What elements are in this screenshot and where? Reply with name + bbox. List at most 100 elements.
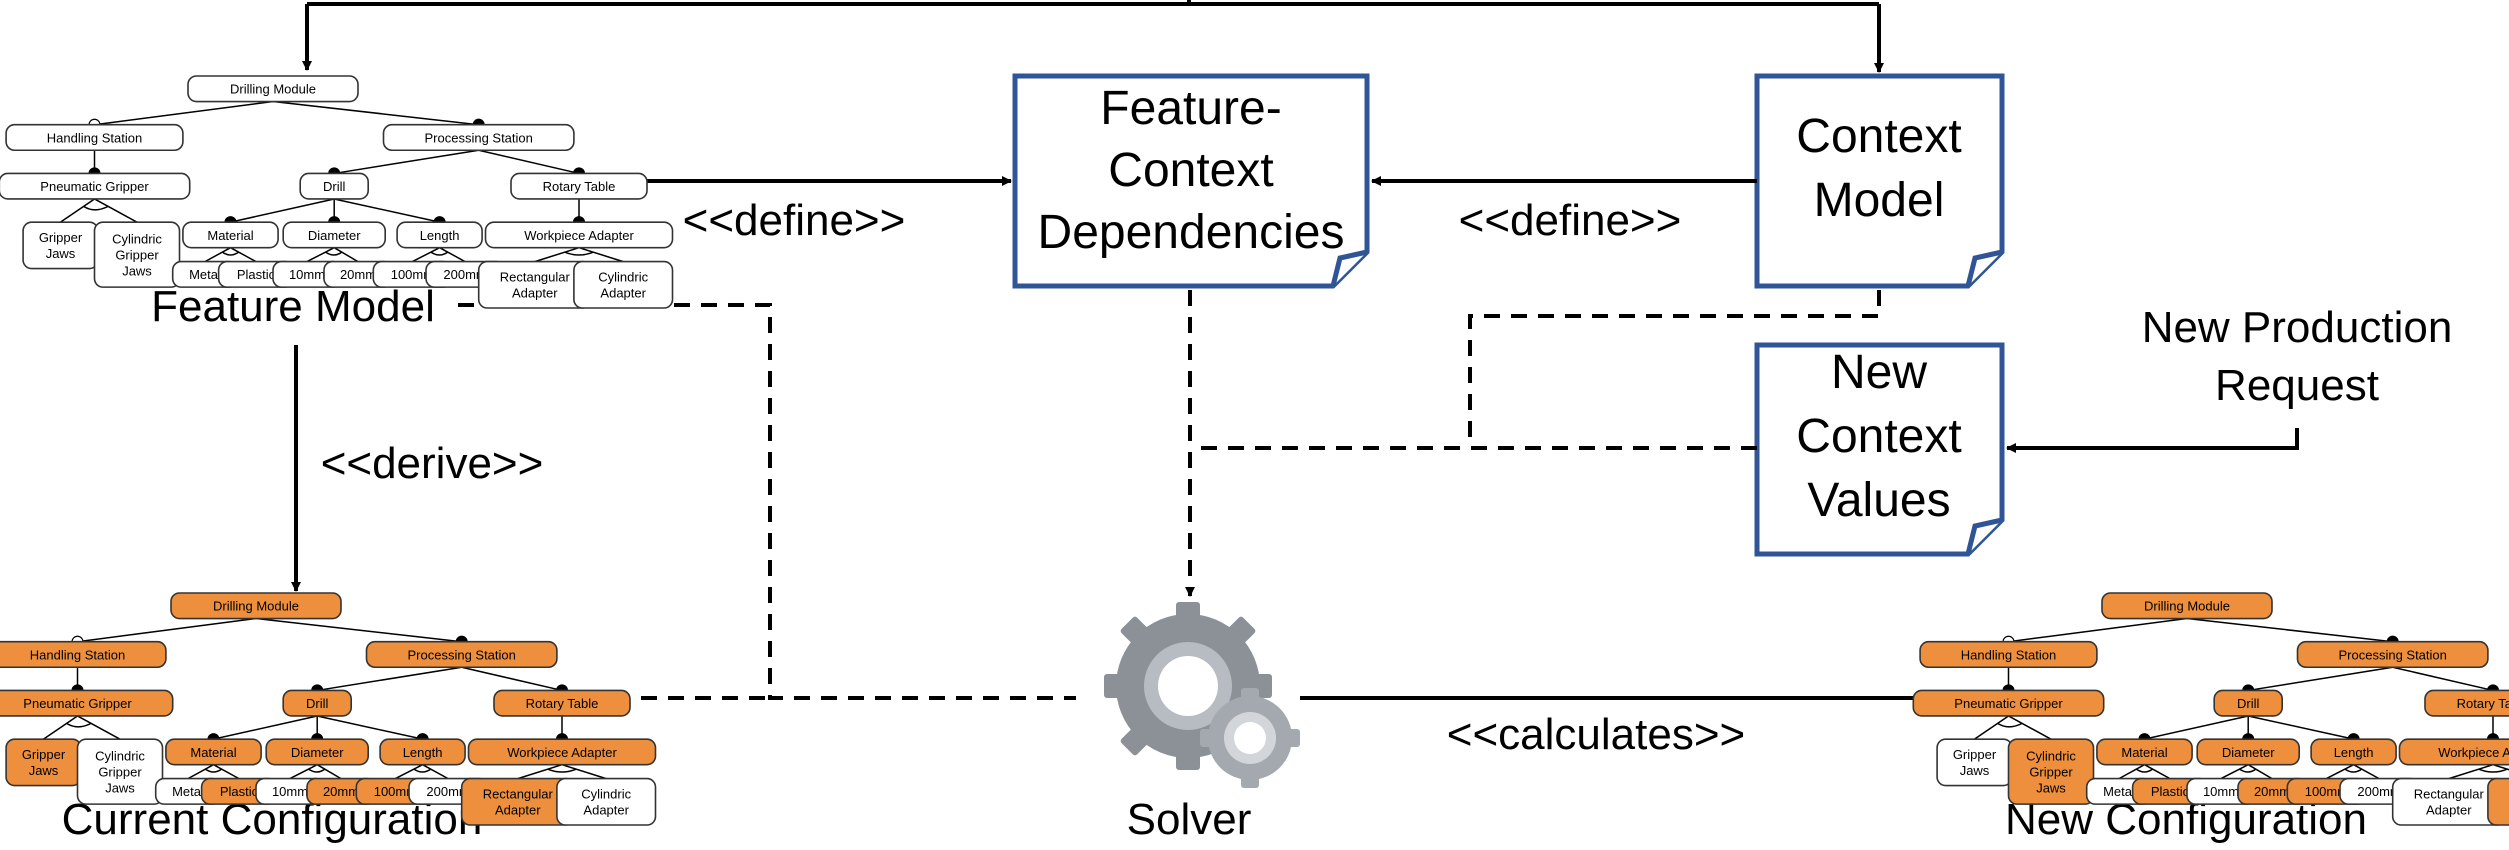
dash-fm-to-solver xyxy=(458,305,1076,698)
new-production-request-line-2: Request xyxy=(2215,361,2379,410)
feature-node-label: Length xyxy=(2334,745,2374,760)
new-production-request-line-1: New Production xyxy=(2142,303,2453,352)
feature-node-label: Handling Station xyxy=(1961,647,2056,662)
alternative-arc xyxy=(205,769,221,772)
fc-dependencies-line-3: Dependencies xyxy=(1038,206,1345,259)
feature-node-label: Jaws xyxy=(46,246,76,261)
tree-edge xyxy=(78,619,257,642)
feature-node-label: Diameter xyxy=(291,745,344,760)
feature-node-label: Cylindric xyxy=(95,749,145,764)
feature-node-label: Gripper xyxy=(1953,747,1997,762)
alternative-arc xyxy=(325,252,341,255)
alternative-arc xyxy=(2345,769,2362,772)
feature-node-label: 10mm xyxy=(272,784,308,799)
feature-node-label: Drilling Module xyxy=(2144,599,2230,614)
tree-edge xyxy=(95,199,138,222)
feature-node-label: Processing Station xyxy=(407,647,515,662)
feature-node-label: Jaws xyxy=(105,781,135,796)
feature-node-label: Drilling Module xyxy=(213,599,299,614)
feature-node-label: Metal xyxy=(2103,784,2135,799)
feature-node-label: Adapter xyxy=(495,803,541,818)
feature-node-label: Plastic xyxy=(2151,784,2190,799)
tree-edge xyxy=(44,716,78,739)
tree-edge xyxy=(479,150,579,173)
tree-edge xyxy=(2393,667,2493,690)
feature-node-label: 10mm xyxy=(2203,784,2239,799)
feature-node-drill: Drill xyxy=(283,690,351,716)
tree-edge xyxy=(462,667,562,690)
feature-node-label: Jaws xyxy=(122,264,152,279)
feature-node-label: Adapter xyxy=(600,286,646,301)
define-right-label: <<define>> xyxy=(1459,196,1682,245)
solver-label: Solver xyxy=(1127,795,1252,844)
tree-edge xyxy=(334,150,479,173)
top-connector xyxy=(307,0,1879,72)
feature-node-drill: Drill xyxy=(2214,690,2282,716)
feature-node-label: Gripper xyxy=(115,248,159,263)
feature-node-label: Gripper xyxy=(98,765,142,780)
feature-node-root: Drilling Module xyxy=(2102,593,2272,619)
feature-node-label: Metal xyxy=(189,267,221,282)
feature-node-label: Material xyxy=(190,745,236,760)
tree-edge xyxy=(95,102,274,125)
feature-node-label: Pneumatic Gripper xyxy=(40,179,149,194)
alternative-arc xyxy=(548,769,576,772)
tree-edge xyxy=(334,199,439,222)
feature-node-rotary: Rotary Table xyxy=(511,173,647,199)
alternative-arc xyxy=(84,206,108,209)
feature-node-label: Jaws xyxy=(29,763,59,778)
feature-node-gripper: Pneumatic Gripper xyxy=(0,173,190,199)
feature-node-gripper: Pneumatic Gripper xyxy=(1913,690,2103,716)
arrow-request xyxy=(2007,428,2297,448)
feature-node-label: Processing Station xyxy=(2338,647,2446,662)
tree-edge xyxy=(2248,716,2353,739)
feature-node-label: 20mm xyxy=(340,267,376,282)
feature-node-label: Gripper xyxy=(39,230,83,245)
feature-node-label: Drilling Module xyxy=(230,82,316,97)
feature-node-label: Rectangular xyxy=(483,787,554,802)
feature-node-label: Handling Station xyxy=(47,130,142,145)
feature-node-label: Adapter xyxy=(512,286,558,301)
feature-node-label: Metal xyxy=(172,784,204,799)
alternative-arc xyxy=(414,769,431,772)
feature-node-label: Adapter xyxy=(583,803,629,818)
feature-node-drill: Drill xyxy=(300,173,368,199)
tree-edge xyxy=(317,716,422,739)
alternative-arc xyxy=(2136,769,2152,772)
feature-node-label: Plastic xyxy=(237,267,276,282)
new-context-values-box: New Context Values xyxy=(1757,345,2002,554)
feature-node-label: Drill xyxy=(306,696,328,711)
feature-node-label: Plastic xyxy=(220,784,259,799)
feature-node-label: Cylindric xyxy=(598,270,648,285)
feature-node-label: 10mm xyxy=(289,267,325,282)
feature-node-diameter: Diameter xyxy=(283,222,385,248)
feature-node-rotary: Rotary Table xyxy=(494,690,630,716)
solver-gears-icon xyxy=(1104,602,1300,788)
feature-node-label: Drill xyxy=(323,179,345,194)
feature-node-length: Length xyxy=(2311,739,2396,765)
tree-edge xyxy=(1975,716,2009,739)
alternative-arc xyxy=(1998,723,2022,726)
feature-node-handling: Handling Station xyxy=(6,125,183,151)
alternative-arc xyxy=(67,723,91,726)
feature-node-label: Rotary Table xyxy=(543,179,616,194)
alternative-arc xyxy=(565,252,593,255)
feature-model-label: Feature Model xyxy=(151,282,435,331)
feature-node-label: 20mm xyxy=(2254,784,2290,799)
tree-edge xyxy=(2187,619,2393,642)
feature-node-label: Material xyxy=(2121,745,2167,760)
tree-edge xyxy=(78,716,121,739)
tree-edge xyxy=(2009,619,2188,642)
feature-node-root: Drilling Module xyxy=(188,76,358,102)
tree-edge xyxy=(2248,667,2393,690)
tree-edge xyxy=(317,667,462,690)
feature-node-material: Material xyxy=(183,222,278,248)
context-model-box: Context Model xyxy=(1757,76,2002,286)
feature-node-diameter: Diameter xyxy=(266,739,368,765)
